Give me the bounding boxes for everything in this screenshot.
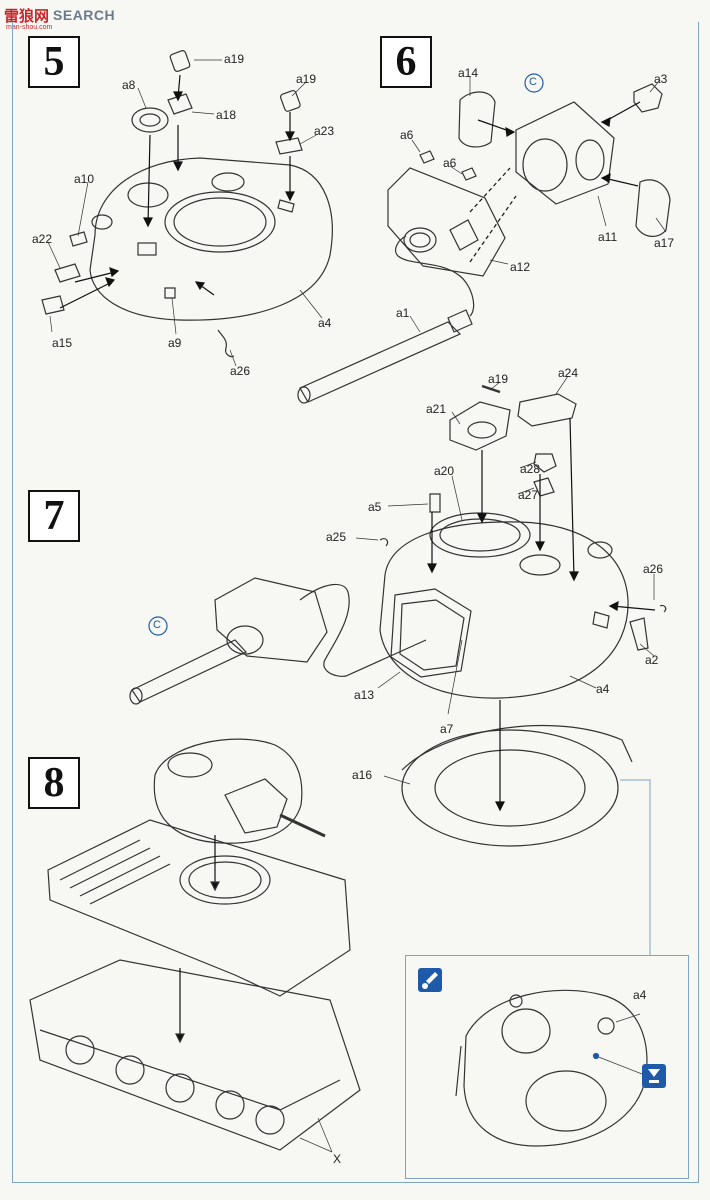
part-label-step5-10: a4	[318, 316, 332, 330]
part-label-step7-11: a7	[440, 722, 454, 736]
part-label-step5-7: a15	[52, 336, 73, 350]
step7-ring	[401, 725, 633, 847]
part-label-step6-7: a1	[396, 306, 410, 320]
part-label-step7-5: a27	[518, 488, 539, 502]
step-6-number: 6	[380, 36, 432, 88]
step6-circle-c	[524, 73, 544, 93]
part-label-step6-2: a6	[400, 128, 414, 142]
part-label-step6-6: a12	[510, 260, 531, 274]
part-label-step6-1: a3	[654, 72, 668, 86]
circle-c-label-1: C	[153, 619, 161, 631]
step8-upper-hull	[47, 819, 351, 997]
watermark-cn: 雷狼网	[4, 6, 50, 25]
part-label-step7-9: a2	[645, 653, 659, 667]
step5-arrows	[59, 74, 295, 309]
part-label-step5-5: a10	[74, 172, 95, 186]
part-label-step5-3: a19	[296, 72, 317, 86]
detail-inset	[405, 955, 689, 1179]
step-8-number: 8	[28, 757, 80, 809]
part-label-step5-4: a23	[314, 124, 335, 138]
circle-c-label-0: C	[529, 76, 537, 88]
step7-circle-c	[148, 616, 168, 636]
part-label-step7-4: a20	[434, 464, 455, 478]
step7-arrows	[427, 417, 656, 812]
part-label-step6-3: a6	[443, 156, 457, 170]
step-7-number: 7	[28, 490, 80, 542]
part-label-step6-4: a11	[598, 230, 618, 244]
part-label-step7-1: a24	[558, 366, 579, 380]
step8-lower-hull	[29, 959, 361, 1151]
watermark-en: SEARCH	[53, 7, 116, 23]
paint-brush-icon	[418, 968, 442, 992]
part-label-step7-0: a19	[488, 372, 509, 386]
part-label-step5-8: a9	[168, 336, 182, 350]
watermark-sub: man-shou.com	[6, 24, 53, 31]
step6-mantlet	[387, 83, 671, 277]
part-label-step7-10: a13	[354, 688, 375, 702]
part-label-step8-0: X	[333, 1152, 342, 1166]
part-label-step5-9: a26	[230, 364, 251, 378]
part-label-step7-6: a5	[368, 500, 382, 514]
part-label-step7-8: a26	[643, 562, 664, 576]
part-label-step6-5: a17	[654, 236, 675, 250]
step-5-number: 5	[28, 36, 80, 88]
part-label-step5-1: a8	[122, 78, 136, 92]
part-label-step5-2: a18	[216, 108, 237, 122]
part-label-step7-2: a21	[426, 402, 447, 416]
watermark: 雷狼网 SEARCH	[4, 2, 115, 28]
step7-turret	[379, 512, 629, 699]
part-label-step7-13: a16	[352, 768, 373, 782]
step6-leaders	[409, 76, 667, 333]
step7-mantlet-assembly	[129, 577, 427, 705]
inset-connector	[620, 779, 651, 955]
part-label-step5-0: a19	[224, 52, 245, 66]
part-label-step6-0: a14	[458, 66, 479, 80]
step8-turret	[153, 738, 326, 844]
part-label-step7-7: a25	[326, 530, 347, 544]
step7-parts	[379, 384, 667, 651]
step6-barrel	[297, 235, 475, 404]
step7-leaders	[355, 375, 655, 785]
step5-leaders	[47, 59, 323, 367]
step5-turret	[89, 157, 333, 321]
page-frame	[12, 22, 699, 1183]
step5-small-parts	[41, 50, 303, 358]
part-label-step5-6: a22	[32, 232, 53, 246]
part-label-step7-12: a4	[596, 682, 610, 696]
step8-leaders	[299, 1117, 333, 1153]
step6-arrows	[469, 101, 641, 263]
part-label-inset-0: a4	[633, 988, 647, 1002]
part-label-step7-3: a28	[520, 462, 541, 476]
drill-hole-icon	[642, 1064, 666, 1088]
